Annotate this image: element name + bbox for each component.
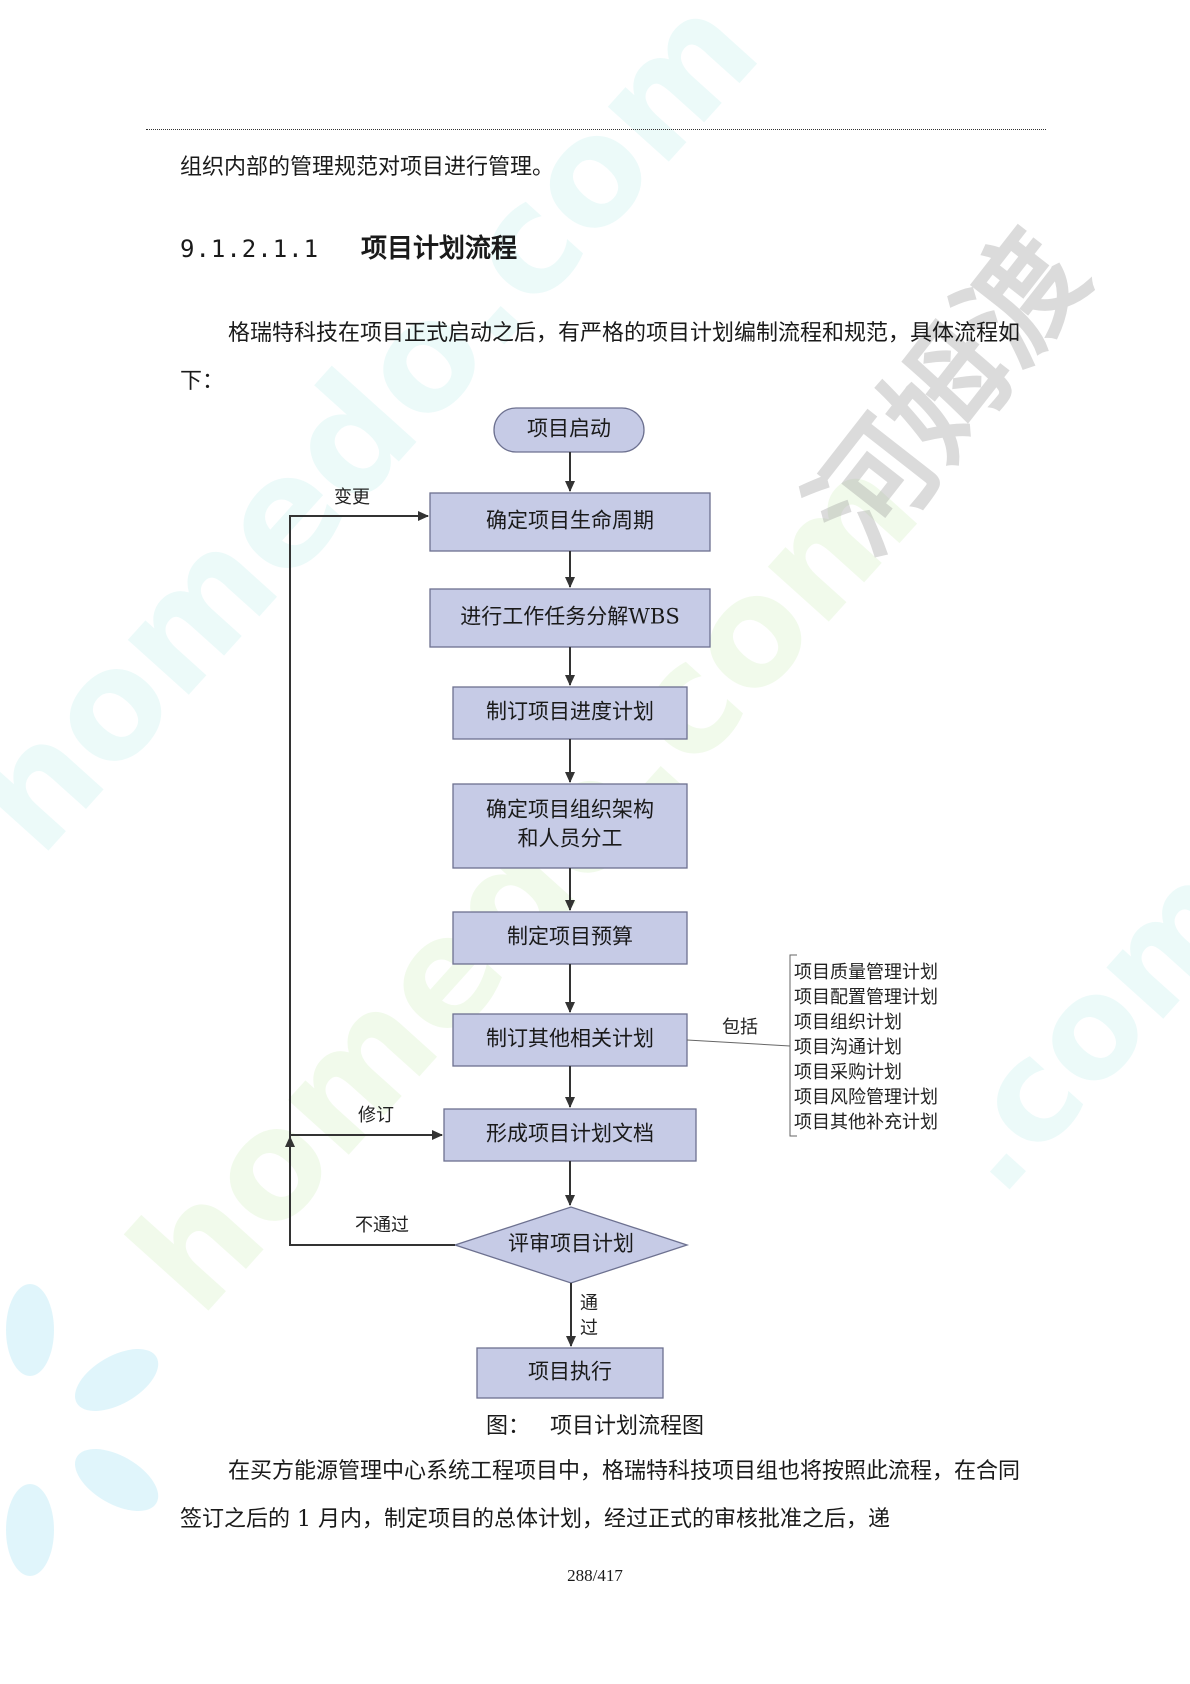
include-bracket — [789, 954, 797, 1137]
other-plan-item: 项目风险管理计划 — [794, 1087, 938, 1108]
body-text-top: 组织内部的管理规范对项目进行管理。 — [180, 155, 555, 180]
label-include: 包括 — [722, 1017, 758, 1038]
watermark-flower-icon — [6, 1284, 159, 1576]
caption-title: 项目计划流程图 — [550, 1414, 705, 1439]
include-connector — [686, 1039, 791, 1047]
label-pass: 过 — [580, 1318, 598, 1339]
caption-prefix: 图： — [485, 1414, 530, 1439]
other-plan-item: 项目组织计划 — [794, 1012, 902, 1033]
step-budget — [452, 911, 688, 965]
figure-caption: 图： 项目计划流程图 — [0, 1408, 1190, 1440]
step-label: 制订其他相关计划 — [486, 1027, 654, 1051]
other-plan-item: 项目质量管理计划 — [794, 962, 938, 983]
body-paragraph: 在买方能源管理中心系统工程项目中，格瑞特科技项目组也将按照此流程，在合同签订之后… — [180, 1459, 1021, 1532]
start-node-label: 项目启动 — [527, 417, 611, 441]
section-number: 9.1.2.1.1 — [180, 235, 320, 263]
label-change: 变更 — [334, 487, 370, 508]
step-other-plans — [452, 1013, 688, 1067]
step-label: 确定项目组织架构 — [486, 798, 654, 822]
label-pass: 通 — [580, 1293, 598, 1314]
step-plan-document — [443, 1108, 697, 1162]
end-node — [476, 1347, 664, 1399]
section-title: 项目计划流程 — [361, 234, 518, 264]
step-label: 和人员分工 — [518, 827, 623, 851]
intro-paragraph: 格瑞特科技在项目正式启动之后，有严格的项目计划编制流程和规范，具体流程如下： — [180, 321, 1021, 394]
end-node-label: 项目执行 — [528, 1360, 612, 1384]
decision-review — [452, 1206, 690, 1284]
other-plan-item: 项目沟通计划 — [794, 1037, 902, 1058]
other-plan-item: 项目配置管理计划 — [794, 987, 938, 1008]
loop-reject — [285, 1136, 455, 1246]
step-wbs — [429, 588, 711, 648]
loop-change — [289, 511, 429, 1137]
step-label: 确定项目生命周期 — [486, 509, 654, 533]
step-label: 进行工作任务分解WBS — [460, 605, 679, 629]
label-revise: 修订 — [358, 1105, 394, 1126]
step-organization — [452, 783, 688, 869]
page-number: 288/417 — [567, 1566, 623, 1585]
decision-label: 评审项目计划 — [508, 1232, 634, 1256]
other-plan-item: 项目其他补充计划 — [794, 1112, 938, 1133]
step-label: 制定项目预算 — [507, 925, 633, 949]
step-schedule — [452, 686, 688, 740]
step-label: 制订项目进度计划 — [486, 700, 654, 724]
other-plan-item: 项目采购计划 — [794, 1062, 902, 1083]
step-lifecycle — [429, 492, 711, 552]
section-heading: 9.1.2.1.1 项目计划流程 — [180, 228, 517, 265]
label-reject: 不通过 — [355, 1215, 409, 1236]
step-label: 形成项目计划文档 — [486, 1122, 654, 1146]
header-rule — [146, 129, 1046, 130]
